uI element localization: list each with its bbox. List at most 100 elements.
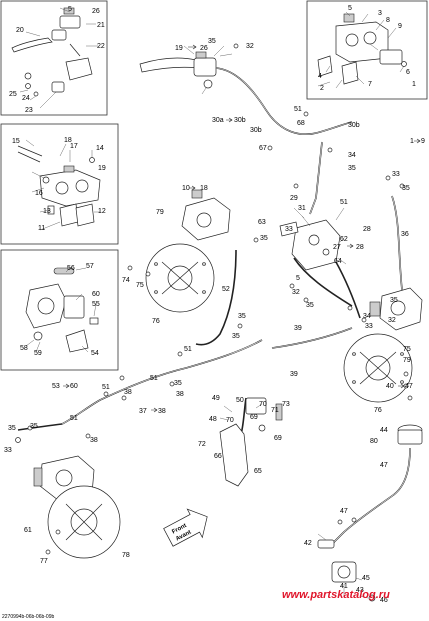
fasteners xyxy=(15,43,413,555)
callout: 51 xyxy=(70,415,78,422)
callout: 77 xyxy=(40,558,48,565)
callout: 20 xyxy=(16,27,24,34)
callout: 26 xyxy=(200,45,208,52)
callout: 35 xyxy=(8,425,16,432)
callout: 33 xyxy=(4,447,12,454)
callout: 70 xyxy=(226,417,234,424)
callout: 52 xyxy=(222,286,230,293)
callout: 51 xyxy=(294,106,302,113)
front-caliper-exploded xyxy=(317,11,407,89)
callout: 34 xyxy=(363,313,371,320)
inset-box-rear-caliper xyxy=(0,249,119,371)
callout: 44 xyxy=(380,427,388,434)
callout: 28 xyxy=(363,226,371,233)
callout: 47 xyxy=(405,383,413,390)
callout: 16 xyxy=(35,190,43,197)
callout: 33 xyxy=(285,226,293,233)
brake-pedal xyxy=(219,397,283,487)
rear-master-cylinder xyxy=(317,424,423,602)
callout: 35 xyxy=(232,333,240,340)
callout: 70 xyxy=(259,401,267,408)
callout: 61 xyxy=(24,527,32,534)
callout: 48 xyxy=(209,416,217,423)
callout: 69 xyxy=(250,414,258,421)
callout: 10 xyxy=(182,185,190,192)
callout: 12 xyxy=(98,208,106,215)
callout: 35 xyxy=(208,38,216,45)
callout: 78 xyxy=(122,552,130,559)
callout: 36 xyxy=(401,231,409,238)
callout: 49 xyxy=(212,395,220,402)
callout: 74 xyxy=(122,277,130,284)
callout: 51 xyxy=(184,346,192,353)
callout: 19 xyxy=(175,45,183,52)
callout: 51 xyxy=(102,384,110,391)
front-brake-disc-right xyxy=(343,333,413,403)
callout: 18 xyxy=(200,185,208,192)
callout: 68 xyxy=(297,120,305,127)
callout: 4 xyxy=(318,73,322,80)
callout: 71 xyxy=(271,407,279,414)
callout: 5 xyxy=(296,275,300,282)
callout: 15 xyxy=(12,138,20,145)
callout-labels: 5 26 21 20 22 25 24 23 19 26 35 32 5 3 8… xyxy=(4,5,425,604)
callout: 6 xyxy=(406,69,410,76)
callout: 47 xyxy=(380,462,388,469)
callout: 33 xyxy=(365,323,373,330)
callout: 38 xyxy=(124,389,132,396)
callout: 51 xyxy=(340,199,348,206)
callout: 25 xyxy=(9,91,17,98)
callout: 65 xyxy=(254,468,262,475)
callout: 3 xyxy=(378,10,382,17)
callout: 30a xyxy=(212,117,224,124)
callout: 51 xyxy=(150,375,158,382)
callout: 32 xyxy=(388,317,396,324)
callout: 38 xyxy=(176,391,184,398)
callout: 35 xyxy=(30,423,38,430)
callout: 17 xyxy=(70,143,78,150)
callout: 66 xyxy=(214,453,222,460)
callout: 19 xyxy=(98,165,106,172)
inset-box-master-cylinder-right xyxy=(0,0,108,116)
callout: 21 xyxy=(97,22,105,29)
rear-caliper-exploded xyxy=(25,267,99,353)
callout: 7 xyxy=(368,81,372,88)
inset-box-caliper-left xyxy=(0,123,119,245)
callout: 53 xyxy=(52,383,60,390)
callout: 67 xyxy=(259,145,267,152)
callout: 45 xyxy=(362,575,370,582)
callout: 47 xyxy=(340,508,348,515)
callout: 75 xyxy=(403,346,411,353)
callout: 43 xyxy=(356,587,364,594)
callout: 56 xyxy=(67,265,75,272)
callout: 30b xyxy=(234,117,246,124)
callout: 27 xyxy=(333,244,341,251)
callout: 41 xyxy=(340,583,348,590)
callout: 34 xyxy=(348,152,356,159)
callout: 31 xyxy=(298,205,306,212)
callout: 55 xyxy=(92,301,100,308)
document-id: 2270994b-06b-06b-09b xyxy=(2,614,54,620)
callout: 79 xyxy=(156,209,164,216)
callout: 39 xyxy=(290,371,298,378)
callout: 22 xyxy=(97,43,105,50)
callout: 57 xyxy=(86,263,94,270)
callout: 5 xyxy=(348,5,352,12)
callout: 50 xyxy=(236,397,244,404)
callout: 18 xyxy=(64,137,72,144)
callout: 63 xyxy=(258,219,266,226)
callout: 8 xyxy=(386,17,390,24)
front-direction-arrow: Front Avant xyxy=(163,508,208,547)
callout: 76 xyxy=(374,407,382,414)
callout: 54 xyxy=(91,350,99,357)
callout: 1 xyxy=(412,81,416,88)
callout: 33 xyxy=(392,171,400,178)
brake-lever-main xyxy=(139,45,233,95)
callout: 60 xyxy=(92,291,100,298)
callout: 39 xyxy=(294,325,302,332)
callout: 38 xyxy=(90,437,98,444)
reference-arrows xyxy=(63,44,421,413)
callout: 35 xyxy=(238,313,246,320)
callout: 46 xyxy=(380,597,388,604)
callout: 72 xyxy=(198,441,206,448)
